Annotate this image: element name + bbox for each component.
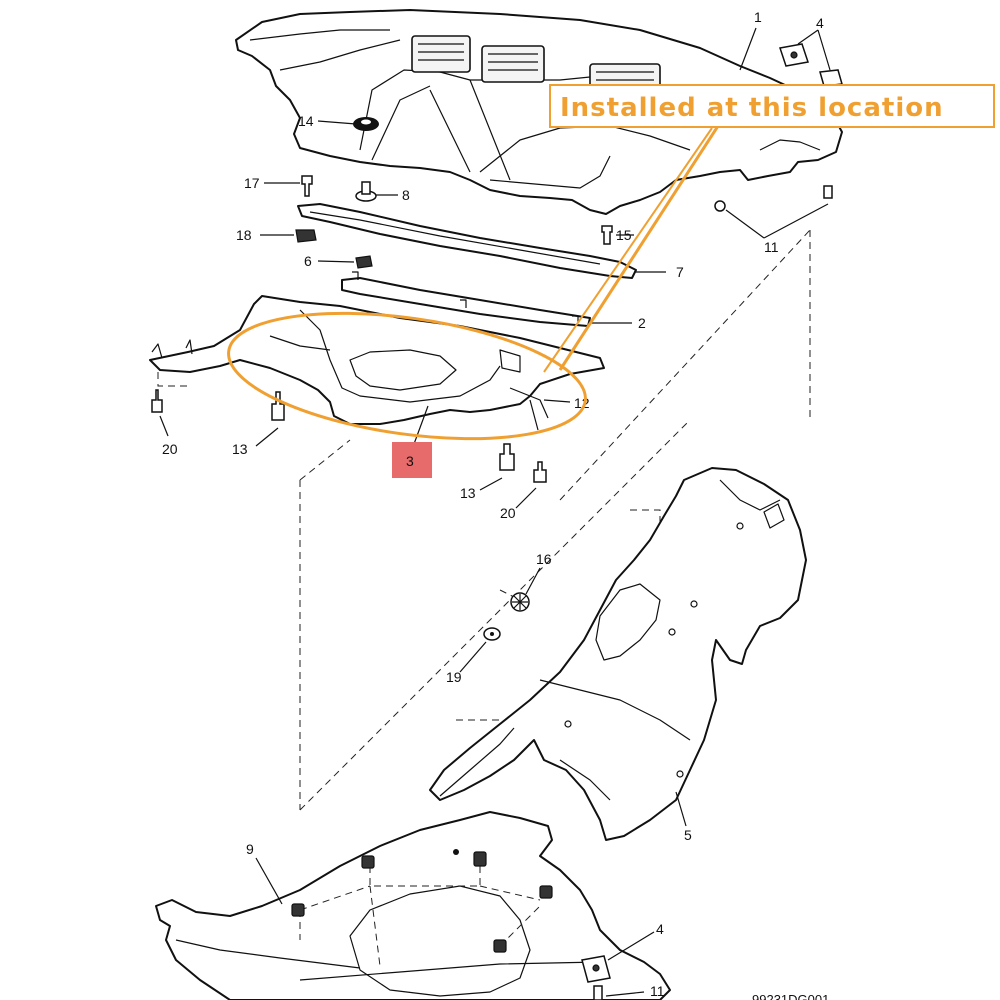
- part-5-heat-shield: [429, 467, 807, 841]
- label-part-6: 6: [304, 253, 312, 269]
- label-part-18: 18: [236, 227, 252, 243]
- part-4-clip-nut-top: [779, 43, 843, 87]
- part-20-screw-left: [151, 389, 163, 413]
- highlight-box: [392, 442, 432, 478]
- label-part-14: 14: [298, 113, 314, 129]
- label-part-13-left: 13: [232, 441, 248, 457]
- part-14-grommet: [353, 117, 379, 131]
- part-11-screws-top: [714, 185, 833, 212]
- label-part-2: 2: [638, 315, 646, 331]
- part-4-clip-nut-bottom: [581, 955, 611, 983]
- part-9-bottom-panel: [155, 811, 671, 1000]
- callout-ellipse: [227, 311, 587, 441]
- label-part-3: 3: [406, 453, 414, 469]
- part-number-labels: 1 4 14 17 8 18 15 11 6 7 2 12 20 13 13 2…: [162, 9, 829, 1000]
- label-part-17: 17: [244, 175, 260, 191]
- part-1-upper-panel: [235, 9, 843, 215]
- label-part-13-right: 13: [460, 485, 476, 501]
- label-part-16: 16: [536, 551, 552, 567]
- label-part-11-top: 11: [764, 239, 779, 255]
- callout-box: [549, 84, 995, 128]
- part-19-washer: [483, 627, 501, 641]
- label-part-1: 1: [754, 9, 762, 25]
- part-8-push-pin: [355, 181, 377, 202]
- part-7-strip-bar: [297, 203, 637, 279]
- label-part-20-left: 20: [162, 441, 178, 457]
- installation-callout: Installed at this location: [227, 84, 995, 441]
- part-13-bolt-right: [499, 443, 515, 471]
- label-part-7: 7: [676, 264, 684, 280]
- part-3-lower-shield: [149, 295, 605, 431]
- label-part-20-right: 20: [500, 505, 516, 521]
- label-part-9: 9: [246, 841, 254, 857]
- label-part-8: 8: [402, 187, 410, 203]
- part-11-screw-bottom: [593, 985, 603, 1000]
- callout-label: Installed at this location: [560, 93, 944, 123]
- part-17-screw: [301, 175, 313, 197]
- label-part-15: 15: [616, 227, 632, 243]
- label-part-4-top: 4: [816, 15, 824, 31]
- label-part-5: 5: [684, 827, 692, 843]
- label-part-11-bottom: 11: [650, 983, 665, 999]
- part-15-screw: [601, 225, 613, 245]
- callout-leader-inner: [543, 127, 713, 373]
- part-18-cap: [295, 229, 317, 243]
- part-13-bolt-left: [271, 391, 285, 421]
- leader-lines: [159, 27, 831, 997]
- label-part-19: 19: [446, 669, 462, 685]
- callout-leader-outer: [558, 125, 720, 371]
- highlight-part-3: 3: [392, 442, 432, 478]
- part-16-rivet: [510, 592, 530, 612]
- drawing-reference-code: 99231DG001: [752, 992, 829, 1000]
- part-20-screw-right: [533, 461, 547, 483]
- label-part-4-bottom: 4: [656, 921, 664, 937]
- part-6-clip: [355, 255, 373, 269]
